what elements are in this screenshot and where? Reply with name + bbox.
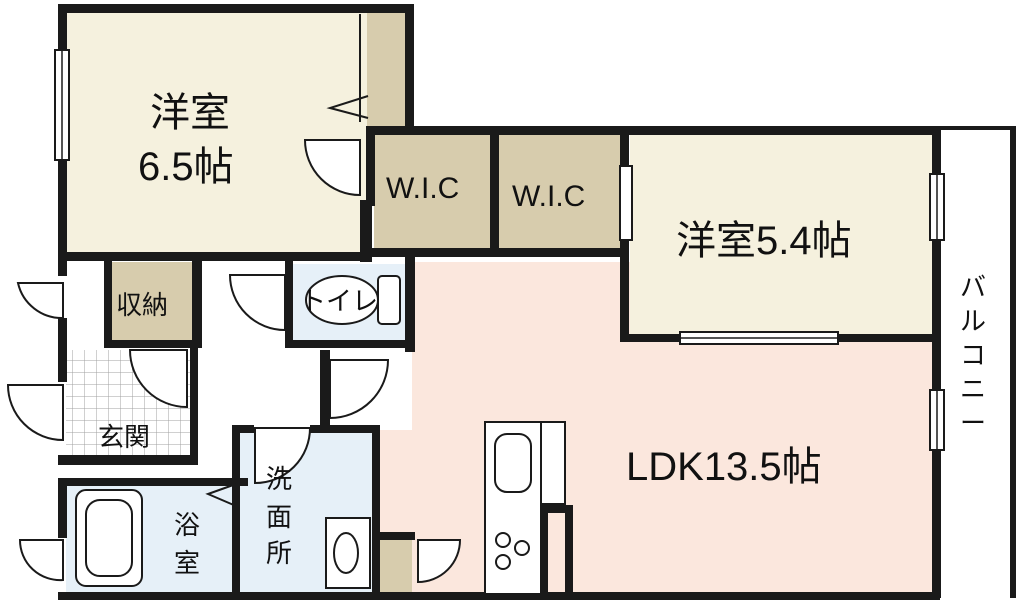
sliding-marks: [205, 14, 369, 592]
door-swings: [6, 139, 462, 584]
room-western-b-fill: [630, 135, 938, 335]
storage-fill: [110, 262, 195, 342]
washroom-char-2: 面: [266, 502, 292, 532]
entrance-label: 玄関: [98, 422, 150, 452]
storage-label: 収納: [116, 290, 168, 320]
window-lines: [61, 50, 938, 450]
small-storage-fill: [376, 540, 412, 595]
balcony-char-5: ー: [960, 408, 986, 438]
balcony-char-4: ニ: [960, 374, 986, 404]
room-western-a-fill: [62, 10, 367, 255]
balcony-char-3: コ: [960, 340, 986, 370]
closet-strip-fill: [367, 10, 407, 128]
bathtub-fixture: [75, 489, 143, 587]
western-b-label: 洋室5.4帖: [676, 219, 852, 263]
bath-char-1: 浴: [174, 510, 200, 540]
wic-a-label: W.I.C: [386, 172, 459, 205]
wic-b-fill: [499, 135, 621, 253]
western-a-size: 6.5帖: [138, 145, 234, 189]
walls: [58, 4, 1016, 600]
washroom-char-3: 所: [266, 538, 292, 568]
washbasin-fixture: [325, 517, 371, 589]
bath-char-2: 室: [174, 548, 200, 578]
ldk-label: LDK13.5帖: [626, 445, 822, 489]
western-a-name: 洋室: [150, 91, 230, 135]
bath-room-fill: [148, 483, 236, 593]
toilet-fixture: [305, 275, 401, 325]
balcony-char-2: ル: [960, 306, 986, 336]
washroom-char-1: 洗: [266, 464, 292, 494]
wic-a-fill: [374, 135, 491, 253]
toilet-label: トイレ: [300, 286, 378, 316]
kitchen-counter: [484, 421, 566, 595]
balcony-fill: [940, 128, 1012, 596]
wic-b-label: W.I.C: [512, 180, 585, 213]
balcony-char-1: バ: [960, 272, 986, 302]
